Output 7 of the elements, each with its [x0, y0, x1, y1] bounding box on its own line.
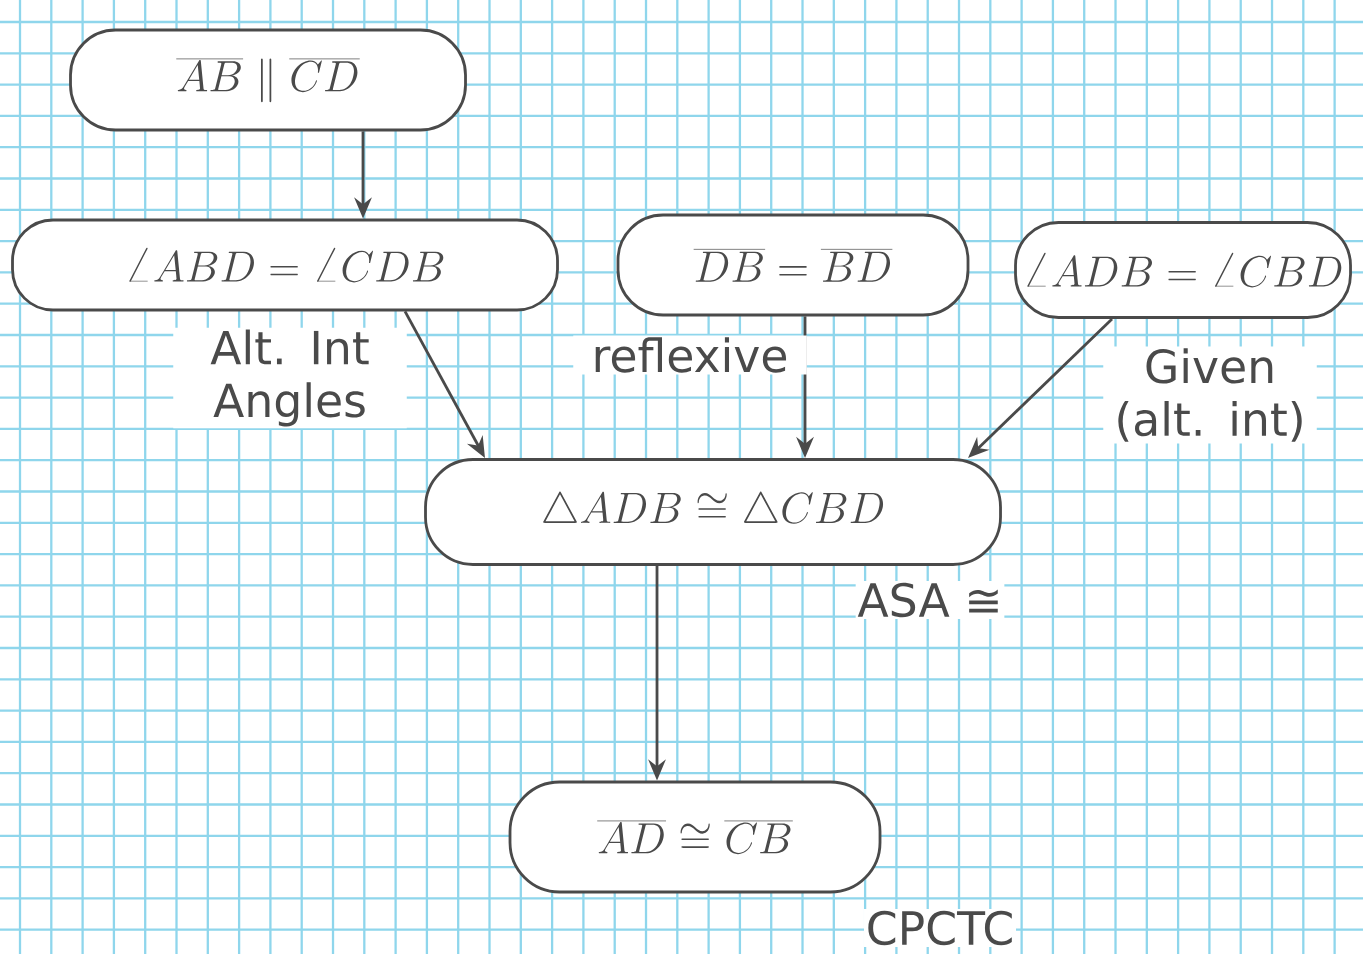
edge-label: Alt. Int Angles — [173, 327, 407, 429]
reason-text: ASA ≅ — [855, 580, 1005, 620]
node-label: $\angle ADB = \angle CBD$ — [1027, 252, 1342, 288]
edge-label: Given (alt. int) — [1103, 346, 1317, 444]
edge-label: reflexive — [573, 335, 807, 375]
reason-text: CPCTC — [864, 908, 1016, 948]
statement-oval: $\angle ADB = \angle CBD$ — [1014, 221, 1352, 319]
